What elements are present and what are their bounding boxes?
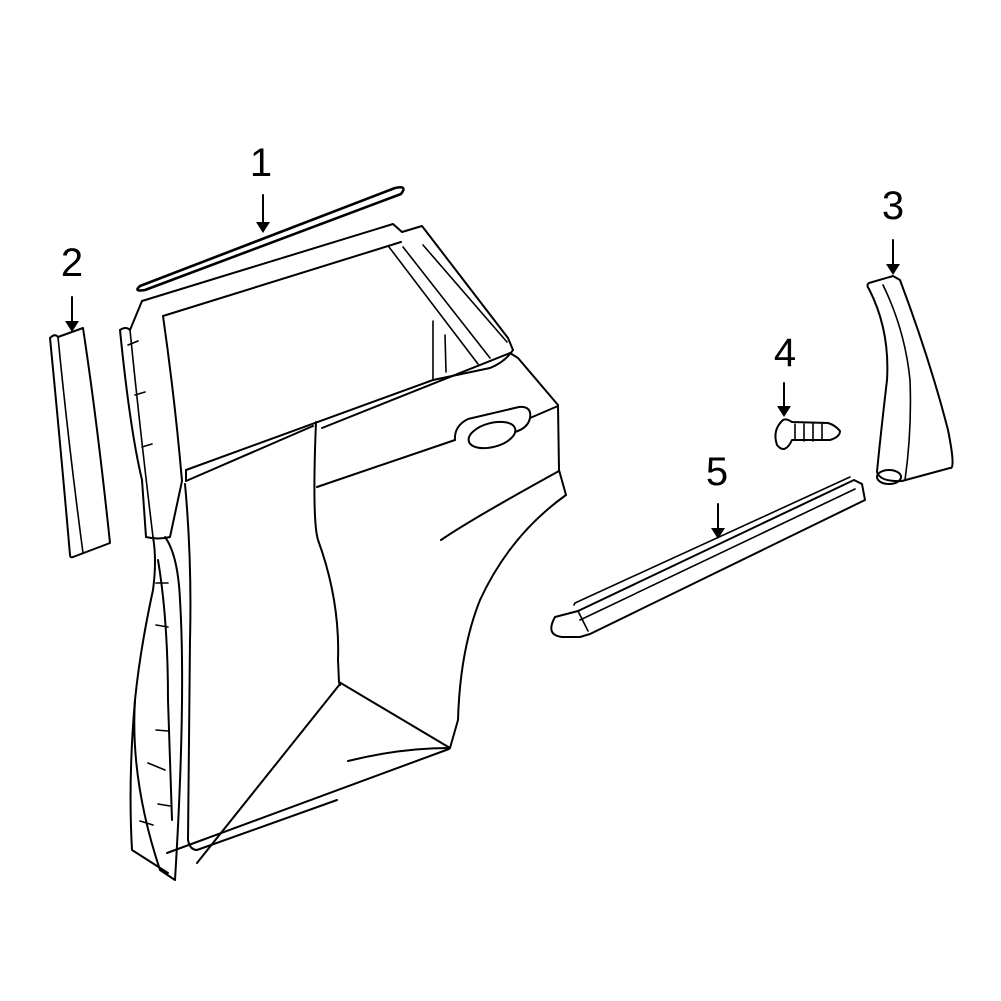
- part-2-front-pillar-applique: [49, 327, 111, 559]
- part-3-rear-pillar-applique: [866, 275, 954, 485]
- arrow-5-icon: [711, 503, 725, 539]
- part-5-lower-molding: [550, 476, 866, 638]
- part-1-upper-molding: [136, 185, 405, 292]
- rear-door: [119, 223, 567, 881]
- callout-2: 2: [60, 241, 84, 285]
- arrow-2-icon: [65, 296, 79, 332]
- callout-4: 4: [773, 331, 797, 375]
- arrow-3-icon: [886, 239, 900, 275]
- part-4-screw: [774, 418, 841, 450]
- arrow-1-icon: [256, 194, 270, 233]
- callout-1: 1: [249, 141, 273, 185]
- arrow-4-icon: [777, 382, 791, 417]
- callout-5: 5: [705, 450, 729, 494]
- callout-3: 3: [881, 184, 905, 228]
